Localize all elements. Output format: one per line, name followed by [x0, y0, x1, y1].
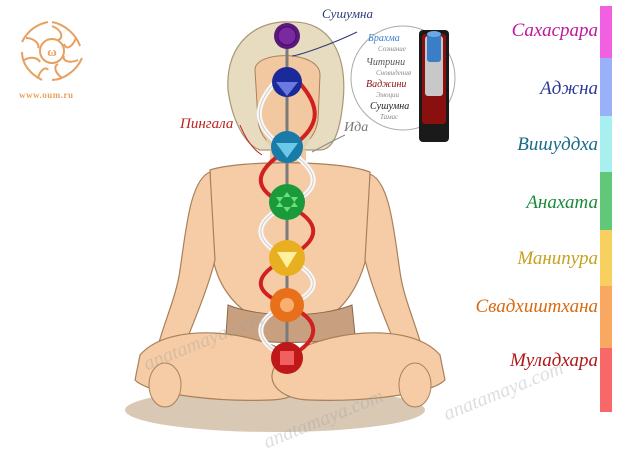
vajrini-nadi-label: Ваджини Эмоции	[366, 80, 406, 100]
muladhara-chakra	[271, 342, 303, 374]
chakra-name-ajna: Аджна	[540, 78, 598, 99]
vajrini-sub: Эмоции	[376, 91, 399, 99]
brahma-main: Брахма	[368, 33, 400, 44]
anahata-chakra	[269, 184, 305, 220]
vishuddha-chakra	[271, 131, 303, 163]
ajna-chakra	[272, 67, 302, 97]
color-segment-anahata	[600, 172, 612, 230]
color-segment-manipura	[600, 230, 612, 286]
sushumna-inset-sub: Тамас	[380, 113, 399, 121]
pingala-label: Пингала	[180, 116, 234, 132]
chakra-name-sahasrara: Сахасрара	[511, 20, 598, 41]
chakra-name-svadhishthana: Свадхиштхана	[475, 296, 598, 317]
oum-logo: ω	[21, 21, 83, 81]
chakra-name-muladhara: Муладхара	[509, 350, 598, 371]
svadhishthana-chakra	[270, 288, 304, 322]
brahma-sub: Сознание	[378, 45, 406, 53]
site-url[interactable]: www.oum.ru	[19, 90, 74, 100]
color-segment-sahasrara	[600, 6, 612, 58]
chakra-name-manipura: Манипура	[517, 248, 598, 269]
sushumna-inset-main: Сушумна	[370, 101, 410, 112]
nadi-cross-section	[419, 30, 449, 142]
color-segment-ajna	[600, 58, 612, 116]
sushumna-label: Сушумна	[322, 6, 373, 21]
chitrini-main: Читрини	[366, 57, 406, 68]
ida-label: Ида	[344, 120, 369, 135]
chitrini-nadi-label: Читрини Сновидения	[366, 58, 411, 78]
color-segment-muladhara	[600, 348, 612, 412]
color-segment-vishuddha	[600, 116, 612, 172]
svg-text:ω: ω	[47, 44, 57, 59]
chakra-name-vishuddha: Вишуддха	[517, 134, 598, 155]
vajrini-main: Ваджини	[366, 79, 407, 90]
chitrini-sub: Сновидения	[376, 69, 412, 77]
meditating-figure-illustration	[125, 21, 456, 432]
chakra-name-anahata: Анахата	[526, 192, 598, 213]
color-segment-svadhishthana	[600, 286, 612, 348]
sushumna-inset-label: Сушумна Тамас	[370, 102, 409, 122]
chakra-color-bar	[600, 6, 612, 412]
sahasrara-chakra	[274, 23, 300, 49]
brahma-nadi-label: Брахма Сознание	[368, 34, 406, 54]
manipura-chakra	[269, 240, 305, 276]
